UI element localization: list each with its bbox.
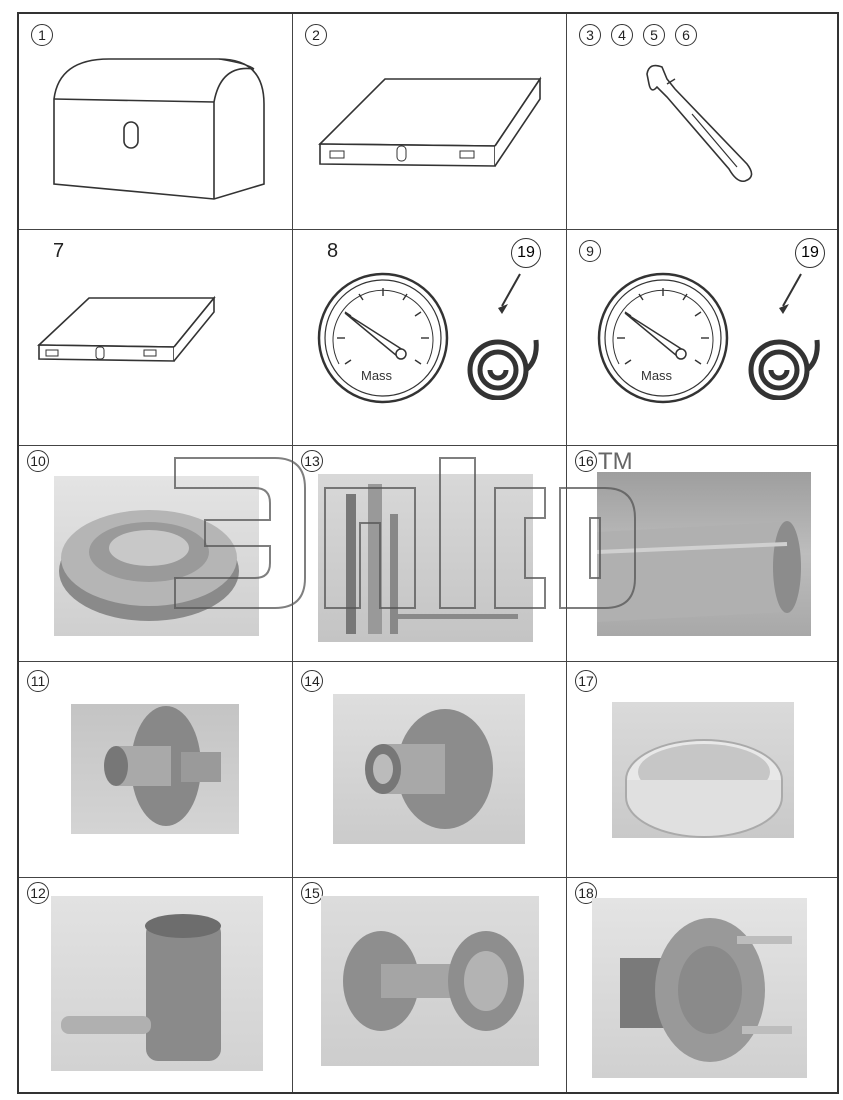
cell-16: 16 — [567, 446, 837, 662]
cell-15: 15 — [293, 878, 567, 1092]
pressure-gauge-icon: Mass — [597, 272, 729, 404]
cell-17: 17 — [567, 662, 837, 878]
coiled-hose-icon — [748, 273, 820, 400]
item-number: 15 — [301, 882, 323, 904]
cell-7: 7 — [19, 230, 293, 446]
cell-2: 2 — [293, 14, 567, 230]
svg-text:Mass: Mass — [361, 368, 393, 383]
item-number: 13 — [301, 450, 323, 472]
item-number: 1 — [31, 24, 53, 46]
round-coupling-photo — [333, 694, 525, 844]
item-number: 18 — [575, 882, 597, 904]
item-number: 8 — [327, 240, 339, 262]
pressure-gauge-icon: Mass — [317, 272, 449, 404]
cell-11: 11 — [19, 662, 293, 878]
coiled-hose-icon — [467, 273, 539, 400]
flat-case-icon — [37, 295, 216, 362]
item-number: 7 — [53, 240, 65, 262]
hose-label: 19 — [795, 238, 825, 268]
cell-10: 10 — [19, 446, 293, 662]
cell-1: 1 — [19, 14, 293, 230]
parts-grid: 1 2 3 4 5 6 7 — [17, 12, 839, 1094]
item-number: 17 — [575, 670, 597, 692]
item-number: 12 — [27, 882, 49, 904]
storage-box-icon — [53, 58, 265, 200]
item-number: 16 — [575, 450, 597, 472]
item-number: 9 — [579, 240, 601, 262]
item-number: 6 — [675, 24, 697, 46]
item-number: 5 — [643, 24, 665, 46]
item-number: 14 — [301, 670, 323, 692]
double-disc-photo — [321, 896, 539, 1066]
metal-tube-photo — [596, 472, 811, 636]
cell-8: 8 Mass 19 — [293, 230, 567, 446]
svg-text:Mass: Mass — [641, 368, 673, 383]
cell-3-6: 3 4 5 6 — [567, 14, 837, 230]
hook-wrench-icon — [646, 64, 753, 183]
cell-18: 18 — [567, 878, 837, 1092]
cell-12: 12 — [19, 878, 293, 1092]
bolted-hub-photo — [592, 898, 807, 1078]
item-number: 4 — [611, 24, 633, 46]
flanged-adapter-photo — [71, 704, 239, 834]
item-number: 11 — [27, 670, 49, 692]
item-number: 3 — [579, 24, 601, 46]
cell-9: 9 Mass 19 — [567, 230, 837, 446]
seal-ring-photo — [612, 702, 794, 838]
hose-label: 19 — [511, 238, 541, 268]
item-number: 2 — [305, 24, 327, 46]
handled-tool-photo — [51, 896, 263, 1071]
flat-case-icon — [318, 76, 542, 167]
cell-13: 13 — [293, 446, 567, 662]
trademark-symbol: TM — [598, 448, 633, 475]
cell-14: 14 — [293, 662, 567, 878]
shaft-rods-photo — [318, 474, 533, 642]
item-number: 10 — [27, 450, 49, 472]
pulley-disc-photo — [54, 476, 259, 636]
